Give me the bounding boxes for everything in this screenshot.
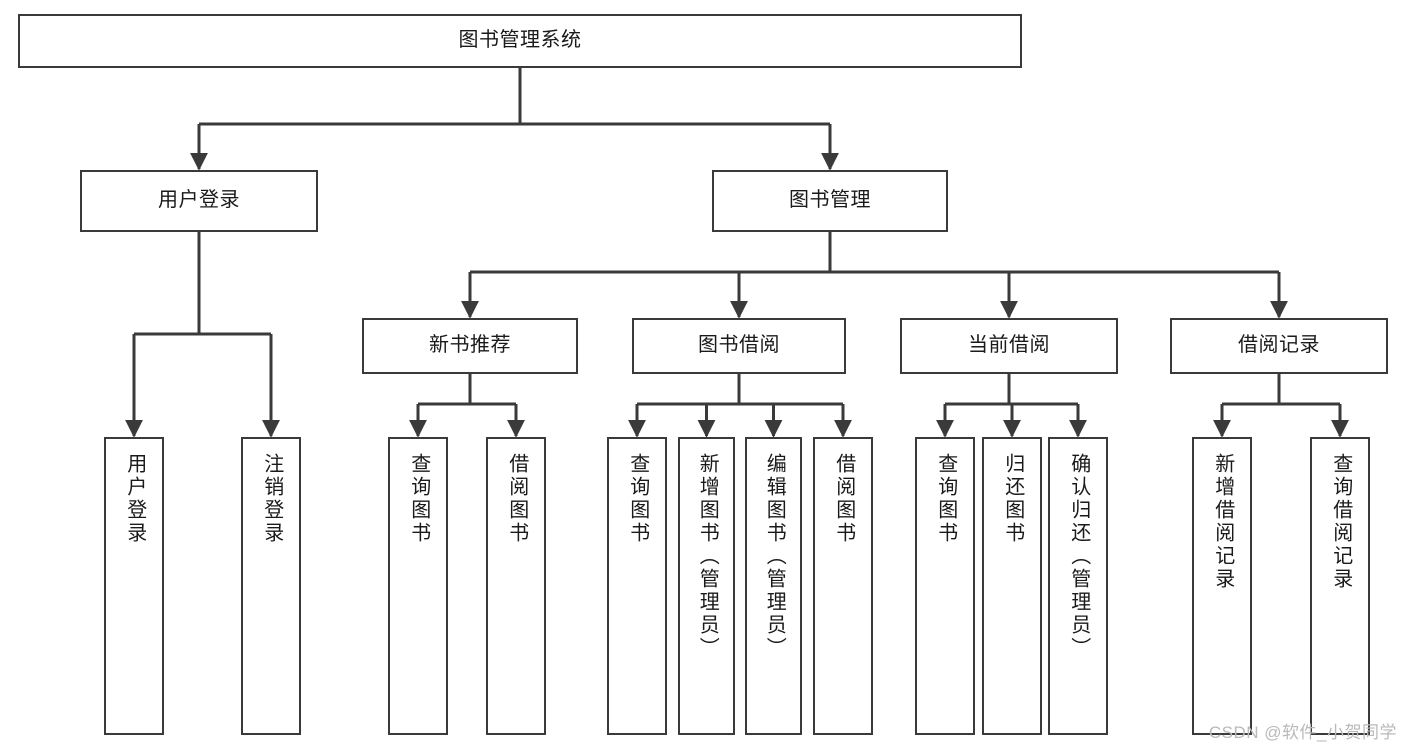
node-leaf-edit-book[interactable]: 编辑图书（管理员） xyxy=(745,437,802,735)
node-label-root: 图书管理系统 xyxy=(458,29,582,52)
node-label-leaf-borrow-book: 借阅图书 xyxy=(832,453,855,545)
node-label-leaf-query-book-rec: 查询图书 xyxy=(407,453,430,545)
node-label-borrow-record: 借阅记录 xyxy=(1238,334,1320,357)
node-leaf-query-book-rec[interactable]: 查询图书 xyxy=(388,437,448,735)
node-label-leaf-borrow-book-rec: 借阅图书 xyxy=(505,453,528,545)
node-label-leaf-user-logout: 注销登录 xyxy=(260,453,283,545)
node-label-current-borrow: 当前借阅 xyxy=(968,334,1050,357)
node-label-leaf-edit-book: 编辑图书（管理员） xyxy=(763,453,786,660)
node-leaf-add-record[interactable]: 新增借阅记录 xyxy=(1192,437,1252,735)
node-new-book-recommend[interactable]: 新书推荐 xyxy=(362,318,578,374)
node-label-leaf-confirm-return: 确认归还（管理员） xyxy=(1067,453,1090,660)
node-label-leaf-return-book: 归还图书 xyxy=(1001,453,1024,545)
node-leaf-add-book[interactable]: 新增图书（管理员） xyxy=(678,437,735,735)
node-label-leaf-query-record: 查询借阅记录 xyxy=(1329,453,1352,591)
node-leaf-confirm-return[interactable]: 确认归还（管理员） xyxy=(1048,437,1108,735)
watermark-text: CSDN @软件_小贺同学 xyxy=(1208,723,1397,742)
node-label-new-book-recommend: 新书推荐 xyxy=(429,334,511,357)
node-label-leaf-add-record: 新增借阅记录 xyxy=(1211,453,1234,591)
node-leaf-borrow-book[interactable]: 借阅图书 xyxy=(813,437,873,735)
node-leaf-user-login[interactable]: 用户登录 xyxy=(104,437,164,735)
node-leaf-borrow-book-rec[interactable]: 借阅图书 xyxy=(486,437,546,735)
node-label-leaf-query-book-cur: 查询图书 xyxy=(934,453,957,545)
node-borrow-record[interactable]: 借阅记录 xyxy=(1170,318,1388,374)
node-leaf-query-book-borrow[interactable]: 查询图书 xyxy=(607,437,667,735)
node-label-book-borrow: 图书借阅 xyxy=(698,334,780,357)
node-book-manage[interactable]: 图书管理 xyxy=(712,170,948,232)
node-leaf-return-book[interactable]: 归还图书 xyxy=(982,437,1042,735)
node-leaf-query-record[interactable]: 查询借阅记录 xyxy=(1310,437,1370,735)
node-label-leaf-query-book-borrow: 查询图书 xyxy=(626,453,649,545)
node-label-leaf-add-book: 新增图书（管理员） xyxy=(696,453,719,660)
node-label-leaf-user-login: 用户登录 xyxy=(123,453,146,545)
node-user-login[interactable]: 用户登录 xyxy=(80,170,318,232)
node-book-borrow[interactable]: 图书借阅 xyxy=(632,318,846,374)
node-leaf-query-book-cur[interactable]: 查询图书 xyxy=(915,437,975,735)
node-current-borrow[interactable]: 当前借阅 xyxy=(900,318,1118,374)
node-root[interactable]: 图书管理系统 xyxy=(18,14,1022,68)
node-label-user-login: 用户登录 xyxy=(158,189,240,212)
node-label-book-manage: 图书管理 xyxy=(789,189,871,212)
node-leaf-user-logout[interactable]: 注销登录 xyxy=(241,437,301,735)
